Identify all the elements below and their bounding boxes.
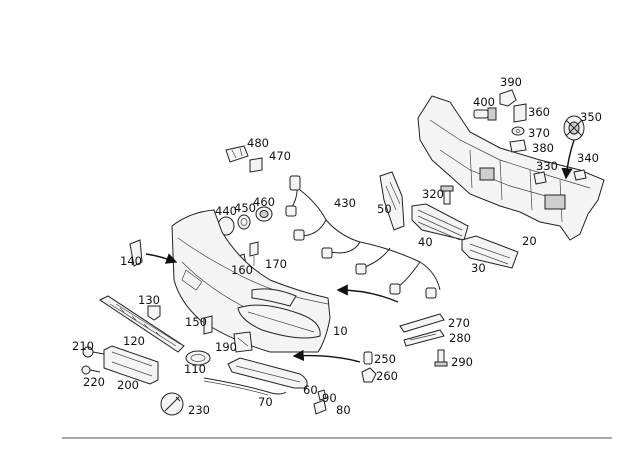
bolt-290 [434, 349, 448, 367]
label-220: 220 [83, 375, 105, 389]
label-280: 280 [449, 331, 471, 345]
label-150: 150 [185, 315, 207, 329]
label-250: 250 [374, 352, 396, 366]
screw-220 [81, 365, 101, 375]
label-450: 450 [234, 201, 256, 215]
strip-280 [403, 329, 445, 347]
label-70: 70 [258, 395, 273, 409]
label-160: 160 [231, 263, 253, 277]
cover-110 [185, 350, 211, 366]
tool-symbol-230 [160, 392, 184, 416]
horn-350 [563, 115, 585, 141]
label-340: 340 [577, 151, 599, 165]
label-60: 60 [303, 383, 318, 397]
bracket-480 [225, 145, 249, 163]
wiring-harness-430 [285, 175, 441, 299]
screw-210 [82, 346, 105, 358]
fastener-390 [499, 89, 517, 107]
grille-strip-120 [99, 295, 185, 353]
fastener-400 [473, 107, 497, 121]
label-140: 140 [120, 254, 142, 268]
label-350: 350 [580, 110, 602, 124]
fastener-360 [513, 103, 527, 123]
label-210: 210 [72, 339, 94, 353]
label-30: 30 [471, 261, 486, 275]
label-90: 90 [322, 391, 337, 405]
label-270: 270 [448, 316, 470, 330]
label-400: 400 [473, 95, 495, 109]
label-80: 80 [336, 403, 351, 417]
label-320: 320 [422, 187, 444, 201]
nut-260 [361, 367, 377, 383]
label-330: 330 [536, 159, 558, 173]
clip-470 [249, 157, 263, 173]
arrow-to-60 [292, 349, 361, 363]
bumper-support-part [417, 95, 605, 241]
label-360: 360 [528, 105, 550, 119]
label-110: 110 [184, 362, 206, 376]
clip-80 [313, 399, 327, 415]
clip-380 [509, 139, 527, 153]
label-50: 50 [377, 202, 392, 216]
trim-strip-60 [227, 357, 308, 389]
bracket-50 [379, 171, 405, 231]
bracket-140 [129, 239, 143, 267]
arrow-350 [561, 139, 575, 180]
label-170: 170 [265, 257, 287, 271]
label-40: 40 [418, 235, 433, 249]
label-260: 260 [376, 369, 398, 383]
bracket-150 [203, 315, 213, 335]
clip-340 [573, 169, 587, 181]
arrow-140 [145, 253, 178, 264]
label-370: 370 [528, 126, 550, 140]
clip-90 [317, 389, 327, 401]
plate-bracket-200 [103, 345, 159, 385]
label-190: 190 [215, 340, 237, 354]
clip-130 [147, 305, 161, 321]
label-10: 10 [333, 324, 348, 338]
label-480: 480 [247, 136, 269, 150]
sensor-460 [255, 206, 273, 222]
label-200: 200 [117, 378, 139, 392]
label-130: 130 [138, 293, 160, 307]
label-20: 20 [522, 234, 537, 248]
clip-170 [249, 241, 259, 266]
label-430: 430 [334, 196, 356, 210]
arrow-to-10 [336, 284, 399, 303]
strip-270 [399, 313, 445, 333]
label-390: 390 [500, 75, 522, 89]
label-440: 440 [215, 204, 237, 218]
part-labels: 10 20 30 40 50 60 70 80 90 110 120 130 1… [72, 75, 602, 417]
label-460: 460 [253, 195, 275, 209]
label-290: 290 [451, 355, 473, 369]
label-230: 230 [188, 403, 210, 417]
clip-330 [533, 171, 547, 185]
label-380: 380 [532, 141, 554, 155]
fastener-250 [363, 351, 373, 365]
bumper-cover-10 [171, 209, 331, 353]
bracket-190 [233, 331, 253, 353]
washer-370 [511, 126, 525, 136]
sensor-450 [237, 214, 251, 230]
grille-30 [461, 235, 519, 269]
trim-strip-70 [203, 377, 287, 396]
label-120: 120 [123, 334, 145, 348]
bolt-320 [440, 185, 454, 205]
label-470: 470 [269, 149, 291, 163]
